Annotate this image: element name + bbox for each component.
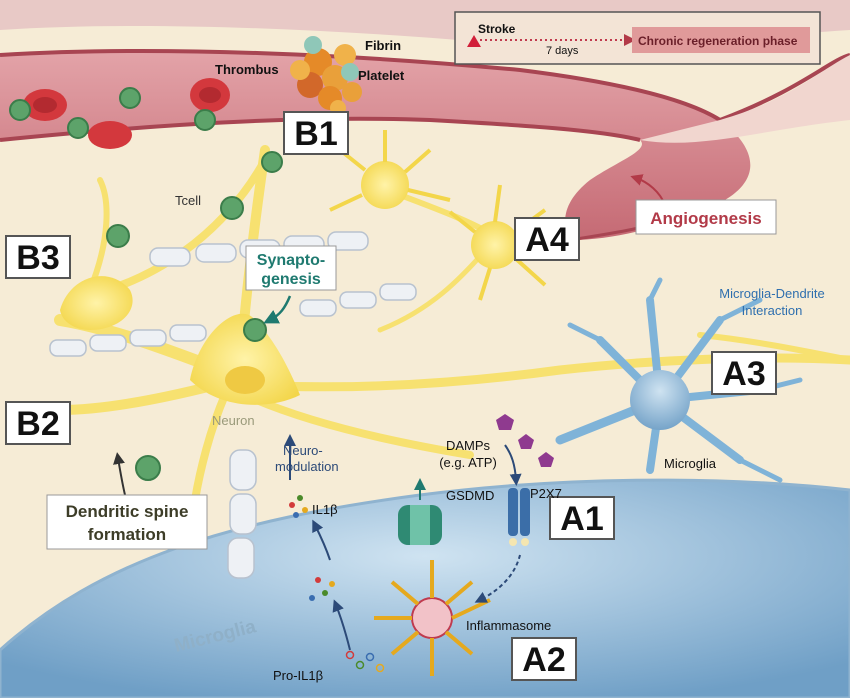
neuromodulation-label-line2: modulation [275,459,339,474]
il1b-label: IL1β [312,502,338,517]
panel-a4-label: A4 [525,221,569,259]
damps-label-line1: DAMPs [446,438,491,453]
gsdmd-pore [398,505,442,545]
thrombus [290,36,362,116]
panel-b2-label: B2 [16,405,59,443]
damps-label-line2: (e.g. ATP) [439,455,497,470]
microglia-cell-label: Microglia [664,456,717,471]
panel-b3-label: B3 [16,239,59,277]
timeline-start-label: Stroke [478,22,516,36]
panel-a4: A4 [514,217,580,261]
panel-a3: A3 [711,351,777,395]
microglia-dendrite-label-line1: Microglia-Dendrite [719,286,824,301]
neuron-main [190,313,300,405]
neuron-a4-top [329,130,451,212]
dendritic-spine-label-line2: formation [88,525,166,544]
pro-il1b-label: Pro-IL1β [273,668,323,683]
panel-a1: A1 [549,496,615,540]
timeline-phase-label: Chronic regeneration phase [638,34,798,48]
damps-molecules [496,414,554,467]
panel-a3-label: A3 [722,355,765,393]
gsdmd-label: GSDMD [446,488,494,503]
synaptogenesis-label-line1: Synapto- [257,252,325,269]
synaptogenesis-box [245,245,337,291]
stroke-marker-icon [467,35,481,47]
inflammasome-label: Inflammasome [466,618,551,633]
dendritic-spine-label-line1: Dendritic spine [66,502,189,521]
timeline-box [454,11,821,65]
panel-b1: B1 [283,111,349,155]
panel-b3: B3 [5,235,71,279]
neuromodulation-label-line1: Neuro- [283,443,323,458]
panel-a2: A2 [511,637,577,681]
panel-b1-label: B1 [294,115,337,153]
panel-a1-label: A1 [560,500,603,538]
panel-b2: B2 [5,401,71,445]
angiogenesis-box [635,199,777,235]
p2x7-label: P2X7 [530,486,562,501]
fibrin-label: Fibrin [365,38,401,53]
thrombus-label: Thrombus [215,62,279,77]
synaptogenesis-label-line2: genesis [261,271,321,288]
inflammasome [374,560,491,676]
platelet-label: Platelet [358,68,405,83]
cytokine-dots [289,495,385,673]
microglia-dendrite-label-line2: Interaction [742,303,803,318]
neuron-label: Neuron [212,413,255,428]
tcells [9,87,283,481]
microglia-a3 [555,277,803,483]
tcell-label: Tcell [175,193,201,208]
panel-a2-label: A2 [522,641,565,679]
p2x7-receptor [508,488,530,546]
neuron-b3 [60,276,133,330]
angiogenesis-label: Angiogenesis [650,209,761,228]
dendritic-spine-box [46,494,208,550]
timeline-duration-label: 7 days [546,45,579,57]
